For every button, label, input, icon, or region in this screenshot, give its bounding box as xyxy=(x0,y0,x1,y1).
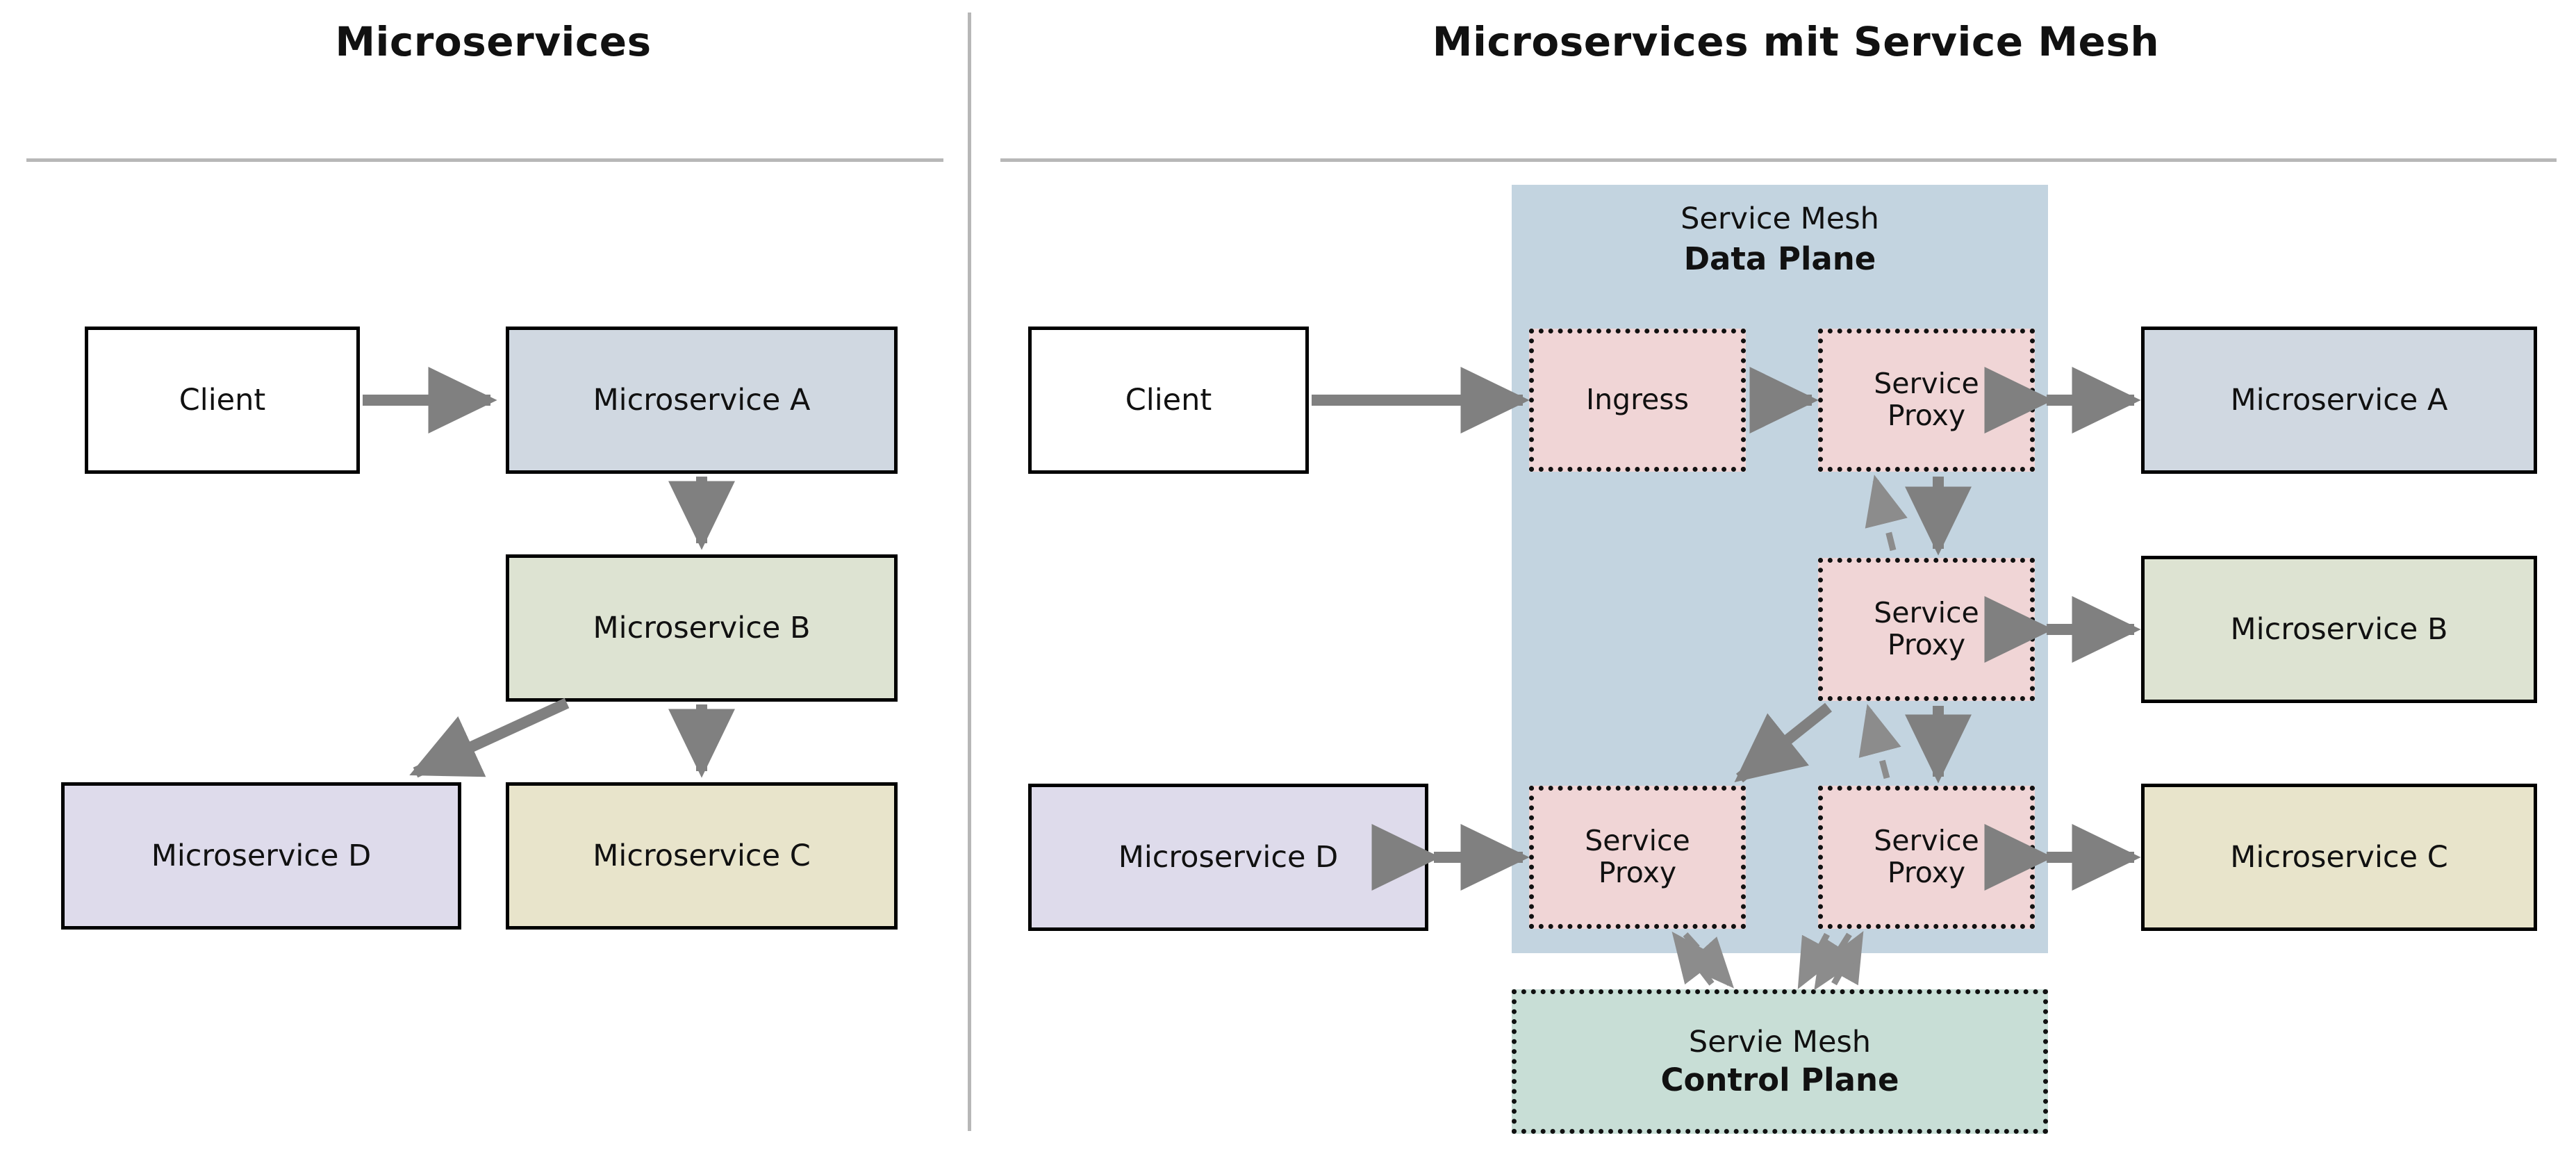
node-microservice-a-right[interactable]: Microservice A xyxy=(2141,327,2537,474)
node-microservice-b-left[interactable]: Microservice B xyxy=(506,554,898,702)
node-service-proxy-c[interactable]: Service Proxy xyxy=(1818,786,2035,929)
node-label: Microservice C xyxy=(2230,839,2448,875)
node-label: Service Proxy xyxy=(1874,596,1979,661)
node-label: Microservice A xyxy=(2230,382,2448,418)
control-plane-line2: Control Plane xyxy=(1660,1061,1899,1098)
node-label: Service Proxy xyxy=(1874,824,1979,889)
node-label: Microservice D xyxy=(151,838,372,873)
node-label: Service Proxy xyxy=(1874,367,1979,432)
node-service-mesh-control-plane[interactable]: Servie Mesh Control Plane xyxy=(1512,989,2048,1134)
node-service-proxy-b[interactable]: Service Proxy xyxy=(1818,558,2035,701)
horizontal-divider-right xyxy=(1000,158,2557,162)
node-microservice-c-right[interactable]: Microservice C xyxy=(2141,784,2537,931)
node-label: Microservice B xyxy=(593,610,811,645)
mesh-title-line2: Data Plane xyxy=(1683,240,1876,277)
vertical-divider xyxy=(968,13,971,1131)
node-label: Ingress xyxy=(1585,383,1689,417)
mesh-title-line1: Service Mesh xyxy=(1681,201,1879,236)
service-mesh-data-plane-title: Service Mesh Data Plane xyxy=(1512,201,2048,277)
node-service-proxy-a[interactable]: Service Proxy xyxy=(1818,329,2035,472)
node-microservice-b-right[interactable]: Microservice B xyxy=(2141,556,2537,703)
node-service-proxy-d[interactable]: Service Proxy xyxy=(1529,786,1746,929)
node-label: Service Proxy xyxy=(1585,824,1690,889)
node-label: Microservice A xyxy=(593,382,811,418)
node-label: Client xyxy=(179,382,266,418)
node-client-right[interactable]: Client xyxy=(1028,327,1309,474)
node-label: Microservice B xyxy=(2230,611,2448,647)
page-title-right: Microservices mit Service Mesh xyxy=(1432,18,2160,65)
page-title-left: Microservices xyxy=(335,18,652,65)
node-microservice-a-left[interactable]: Microservice A xyxy=(506,327,898,474)
node-microservice-c-left[interactable]: Microservice C xyxy=(506,782,898,930)
node-ingress[interactable]: Ingress xyxy=(1529,329,1746,472)
node-label: Microservice D xyxy=(1118,839,1339,875)
horizontal-divider-left xyxy=(26,158,943,162)
node-client-left[interactable]: Client xyxy=(85,327,360,474)
node-microservice-d-left[interactable]: Microservice D xyxy=(61,782,461,930)
edge-microservice-b-to-d-left xyxy=(409,698,570,778)
control-plane-line1: Servie Mesh xyxy=(1688,1024,1872,1059)
node-label: Microservice C xyxy=(593,838,811,873)
node-microservice-d-right[interactable]: Microservice D xyxy=(1028,784,1428,931)
node-label: Client xyxy=(1125,382,1212,418)
